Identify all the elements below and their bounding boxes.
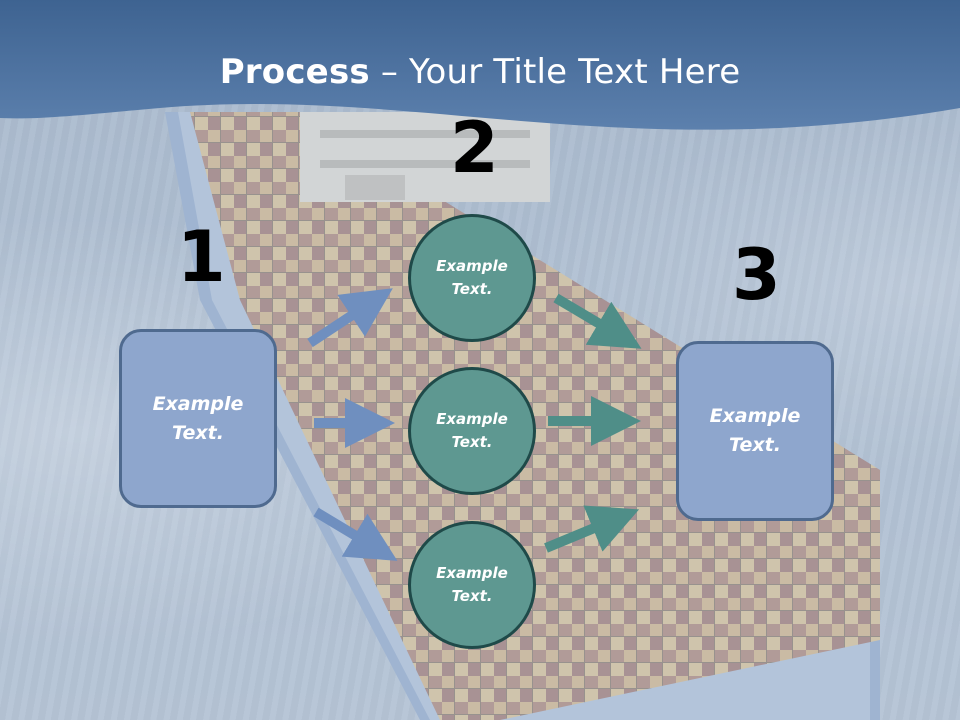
title-rest: – Your Title Text Here xyxy=(369,52,741,92)
header-band xyxy=(0,0,960,130)
step-number-3: 3 xyxy=(732,234,781,316)
step-number-1: 1 xyxy=(177,216,226,298)
step-1-text: Example Text. xyxy=(152,392,244,444)
circle-text: Example Text. xyxy=(436,257,508,298)
title-bold: Process xyxy=(219,52,370,92)
step-2-circle-top: Example Text. xyxy=(408,214,536,342)
step-2-circle-middle: Example Text. xyxy=(408,367,536,495)
step-number-2: 2 xyxy=(450,107,499,189)
circle-text: Example Text. xyxy=(436,564,508,605)
step-1-box: Example Text. xyxy=(119,329,277,508)
circle-text: Example Text. xyxy=(436,410,508,451)
slide-title: Process – Your Title Text Here xyxy=(0,52,960,92)
step-2-circle-bottom: Example Text. xyxy=(408,521,536,649)
step-3-text: Example Text. xyxy=(709,405,801,456)
step-3-box: Example Text. xyxy=(676,341,834,521)
